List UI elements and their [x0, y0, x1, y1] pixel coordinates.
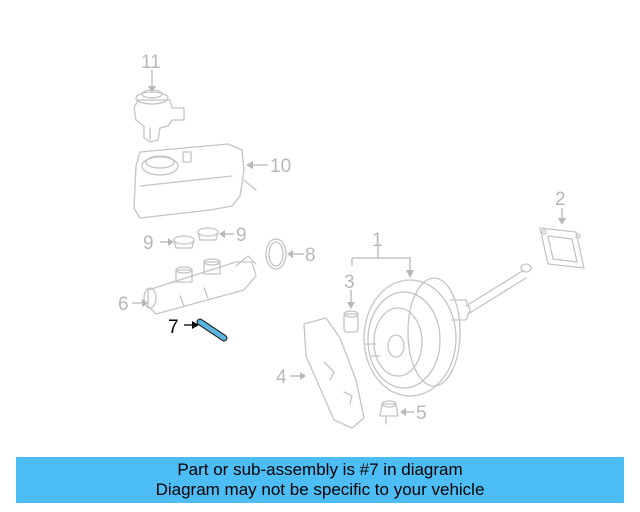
banner-line-1: Part or sub-assembly is #7 in diagram: [177, 460, 463, 479]
part-8-o-ring: [265, 238, 287, 270]
callout-8: 8: [305, 245, 316, 266]
callout-2: 2: [555, 189, 566, 210]
part-1-brake-booster: [363, 263, 532, 397]
part-5-nut: [379, 400, 399, 425]
part-4-heat-shield: [303, 317, 365, 429]
callout-10: 10: [270, 156, 291, 177]
callout-9-left: 9: [143, 233, 154, 254]
part-11-reservoir-cap: [133, 89, 185, 143]
part-3-bushing: [343, 310, 359, 333]
callout-1: 1: [372, 230, 383, 251]
parts-diagram: 11 10 9 9 8 6: [118, 52, 585, 429]
part-6-master-cylinder: [143, 255, 257, 315]
callout-5: 5: [416, 403, 427, 424]
callout-3: 3: [344, 272, 355, 293]
callout-4: 4: [276, 367, 287, 388]
callout-11: 11: [141, 52, 161, 73]
part-10-fluid-reservoir: [133, 143, 257, 219]
callout-7: 7: [168, 317, 179, 338]
banner-line-2: Diagram may not be specific to your vehi…: [155, 480, 485, 499]
callout-6: 6: [118, 294, 129, 315]
part-2-gasket: [539, 227, 585, 269]
part-7-stud: [196, 318, 228, 342]
part-9-grommets: [173, 227, 219, 249]
callout-9-right: 9: [236, 225, 247, 246]
info-banner: Part or sub-assembly is #7 in diagram Di…: [16, 457, 624, 503]
